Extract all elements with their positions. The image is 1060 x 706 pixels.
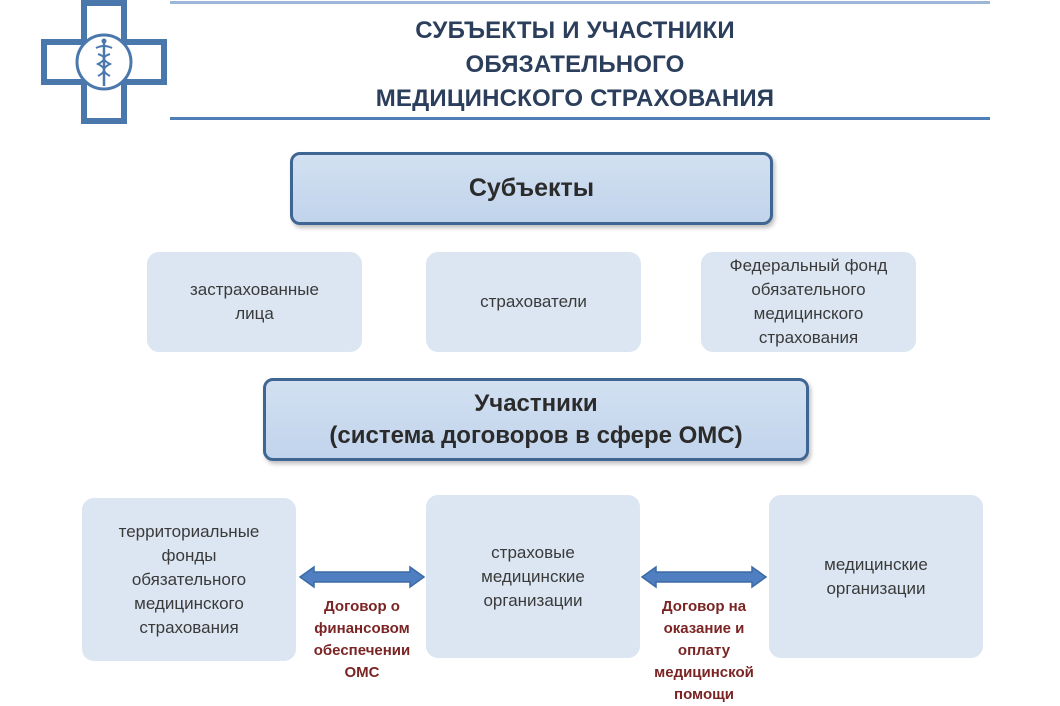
subject-label: Федеральный фонд обязательного медицинск… (729, 256, 888, 347)
participants-title: Участники (474, 389, 598, 417)
title-line-2: ОБЯЗАТЕЛЬНОГО (465, 51, 685, 78)
participants-subtitle: (система договоров в сфере ОМС) (329, 421, 743, 449)
header-rule-bottom (170, 117, 990, 120)
participant-card-territorial-funds: территориальные фонды обязательного меди… (82, 498, 296, 661)
participant-card-medical-organizations: медицинские организации (769, 495, 983, 658)
subject-label: страхователи (480, 292, 587, 311)
medical-cross-caduceus-icon (41, 0, 167, 124)
subject-card-federal-fund: Федеральный фонд обязательного медицинск… (701, 252, 916, 352)
participant-label: медицинские организации (824, 554, 928, 598)
subjects-header: Субъекты (290, 152, 773, 225)
header-rule-top (170, 1, 990, 4)
subjects-title: Субъекты (468, 174, 595, 202)
title-line-3: МЕДИЦИНСКОГО СТРАХОВАНИЯ (375, 85, 775, 112)
subject-label: застрахованные лица (190, 280, 319, 323)
contract-label-financing: Договор о финансовом обеспечении ОМС (313, 598, 411, 681)
double-arrow-icon (298, 565, 426, 589)
participants-header: Участники (система договоров в сфере ОМС… (263, 378, 809, 461)
title-line-1: СУБЪЕКТЫ И УЧАСТНИКИ (415, 17, 735, 44)
contract-label-medical-care: Договор на оказание и оплату медицинской… (654, 598, 754, 703)
participant-card-insurance-organizations: страховые медицинские организации (426, 495, 640, 658)
subject-card-insurers: страхователи (426, 252, 641, 352)
participant-label: территориальные фонды обязательного меди… (118, 521, 260, 637)
subject-card-insured: застрахованные лица (147, 252, 362, 352)
participant-label: страховые медицинские организации (481, 542, 585, 610)
page-title: СУБЪЕКТЫ И УЧАСТНИКИ ОБЯЗАТЕЛЬНОГО МЕДИЦ… (300, 14, 850, 116)
double-arrow-icon (640, 565, 768, 589)
